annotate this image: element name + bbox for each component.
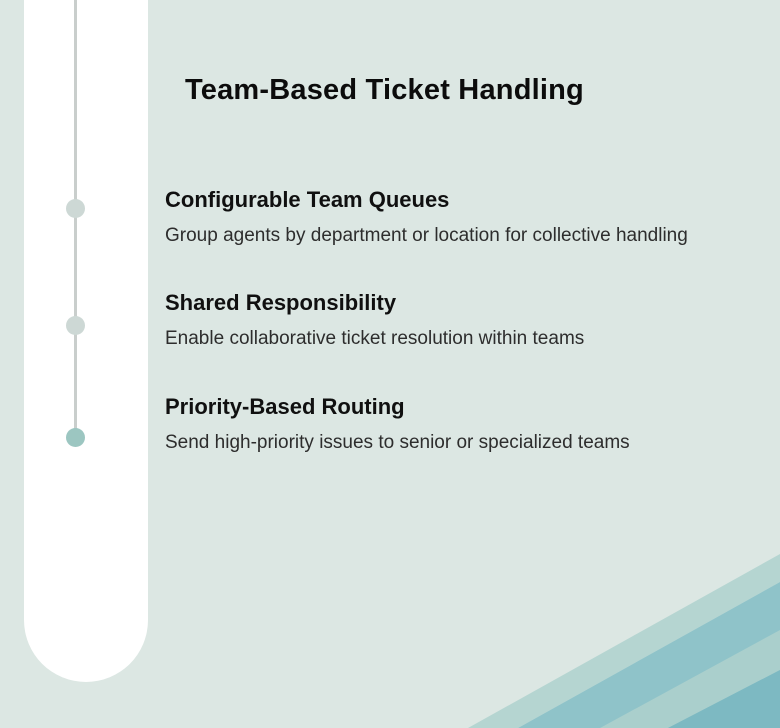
feature-heading-2: Shared Responsibility xyxy=(165,290,397,316)
feature-description-3: Send high-priority issues to senior or s… xyxy=(165,431,630,453)
feature-item-1: Configurable Team Queues Group agents by… xyxy=(165,187,743,250)
slide-title: Team-Based Ticket Handling xyxy=(185,74,584,106)
timeline-line xyxy=(74,0,77,440)
timeline-dot-1 xyxy=(66,199,85,218)
feature-item-2: Shared Responsibility Enable collaborati… xyxy=(165,290,743,353)
feature-description-2: Enable collaborative ticket resolution w… xyxy=(165,328,585,350)
feature-description-1: Group agents by department or location f… xyxy=(165,225,688,246)
slide-content: Team-Based Ticket Handling Configurable … xyxy=(165,74,743,497)
timeline-dot-3 xyxy=(66,428,85,447)
left-side-panel xyxy=(24,0,148,682)
feature-heading-1: Configurable Team Queues xyxy=(165,187,450,212)
timeline-dot-2 xyxy=(66,316,85,335)
feature-heading-3: Priority-Based Routing xyxy=(165,393,405,419)
feature-item-3: Priority-Based Routing Send high-priorit… xyxy=(165,394,743,457)
